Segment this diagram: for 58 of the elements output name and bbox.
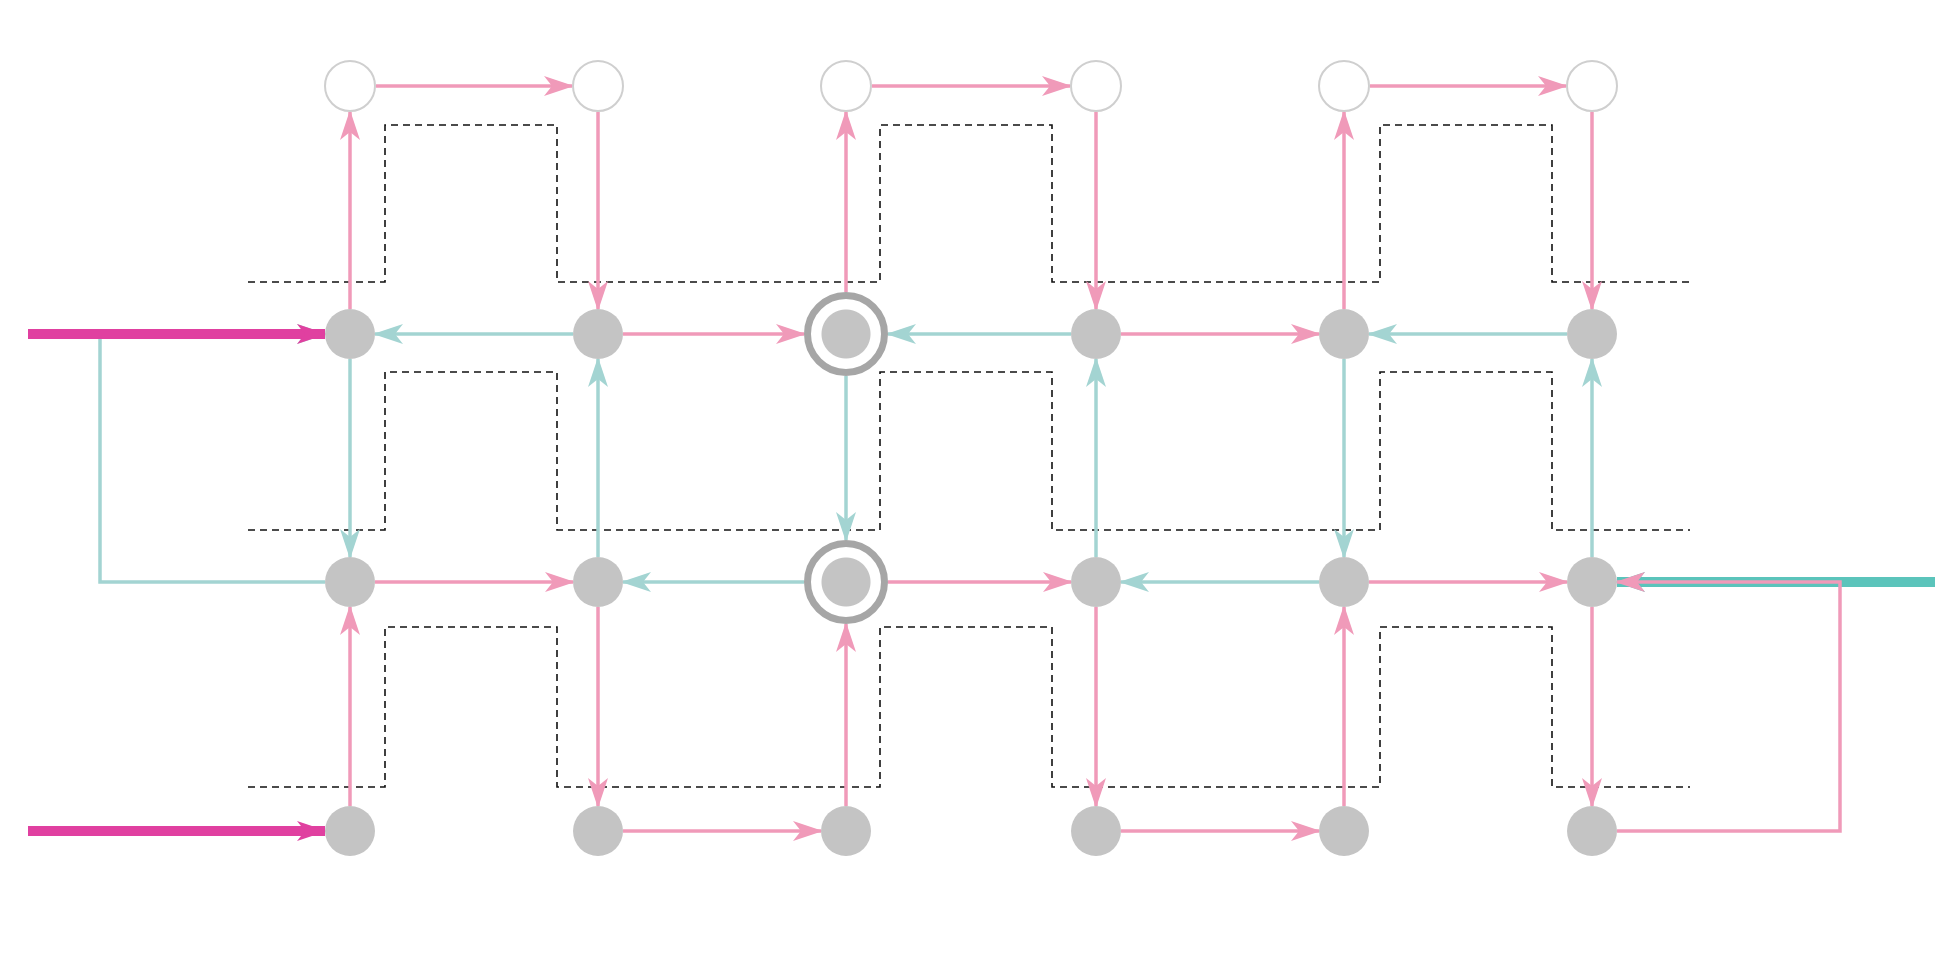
open-circle-node: [324, 60, 376, 112]
junction-node: [573, 557, 623, 607]
arrow: [1086, 607, 1106, 808]
arrow: [836, 110, 856, 292]
junction-node: [573, 309, 623, 359]
open-circle-node: [1318, 60, 1370, 112]
junction-node: [1319, 806, 1369, 856]
arrow: [1370, 76, 1568, 96]
arrow: [376, 76, 574, 96]
arrow: [588, 357, 608, 557]
arrow: [836, 376, 856, 542]
open-circle-node: [572, 60, 624, 112]
junction-node: [821, 806, 871, 856]
arrow: [621, 572, 804, 592]
arrow: [1615, 572, 1842, 833]
junction-node: [1319, 557, 1369, 607]
junction-node: [573, 806, 623, 856]
arrow: [1119, 572, 1319, 592]
arrow: [588, 112, 608, 311]
arrow: [28, 821, 327, 841]
arrow: [340, 110, 360, 309]
arrow: [623, 324, 806, 344]
arrow: [872, 76, 1072, 96]
arrow: [340, 605, 360, 806]
arrow: [588, 607, 608, 808]
open-circle-node: [820, 60, 872, 112]
junction-node: [1567, 309, 1617, 359]
arrow: [1334, 605, 1354, 806]
arrow: [340, 359, 360, 559]
arrow: [836, 622, 856, 806]
arrow: [1369, 572, 1569, 592]
arrow: [1121, 324, 1321, 344]
junction-node: [1567, 806, 1617, 856]
junction-node: [1071, 309, 1121, 359]
arrow: [623, 821, 823, 841]
open-circle-node: [1566, 60, 1618, 112]
junction-node: [1319, 309, 1369, 359]
junction-node: [1071, 806, 1121, 856]
arrow: [1582, 357, 1602, 557]
arrow: [1334, 110, 1354, 309]
arrow: [373, 324, 573, 344]
arrow: [28, 324, 327, 344]
arrow: [888, 572, 1073, 592]
junction-node: [1071, 557, 1121, 607]
arrow: [1121, 821, 1321, 841]
junction-node: [1567, 557, 1617, 607]
arrow: [886, 324, 1071, 344]
arrow: [1367, 324, 1567, 344]
arrow: [375, 572, 575, 592]
arrow: [1582, 607, 1602, 808]
arrow: [1086, 112, 1106, 311]
arrow: [1086, 357, 1106, 557]
junction-node: [325, 806, 375, 856]
arrow: [1582, 112, 1602, 311]
junction-node: [325, 557, 375, 607]
open-circle-node: [1070, 60, 1122, 112]
junction-node: [325, 309, 375, 359]
arrow: [1334, 359, 1354, 559]
